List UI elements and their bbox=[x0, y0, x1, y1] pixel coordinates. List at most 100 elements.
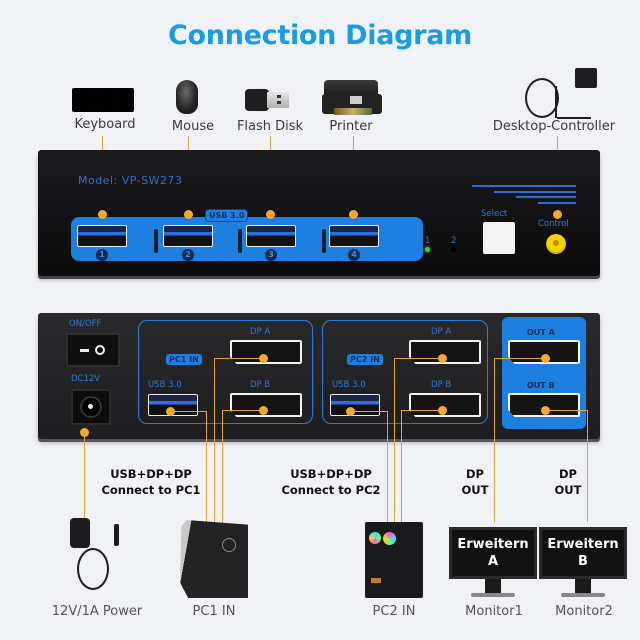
select-label: Select bbox=[481, 209, 508, 219]
led-pc2-icon bbox=[451, 247, 456, 252]
device-label-monitor1: Monitor1 bbox=[465, 604, 523, 619]
kvm-front-panel: Model: VP-SW273 USB 3.0 1 2 3 4 1 2 Sele… bbox=[38, 150, 600, 276]
decor-stripe bbox=[472, 185, 576, 187]
wire-pc1-dpb bbox=[222, 410, 224, 523]
dc-label: DC12V bbox=[71, 374, 101, 384]
dp-out2-label: DP OUT bbox=[554, 467, 582, 497]
control-jack[interactable] bbox=[546, 234, 566, 254]
port-separator bbox=[322, 229, 326, 253]
device-label-pc2: PC2 IN bbox=[372, 604, 416, 619]
connection-dot bbox=[184, 210, 193, 219]
printer-icon bbox=[322, 80, 382, 118]
wire-pc1-usb bbox=[206, 411, 208, 523]
select-button[interactable] bbox=[483, 222, 515, 254]
pc1-dp-a-label: DP A bbox=[250, 327, 271, 337]
dc-power-jack[interactable] bbox=[71, 389, 111, 425]
device-label-mouse: Mouse bbox=[171, 119, 215, 134]
wire-pc2-dpa bbox=[394, 358, 396, 523]
pc2-input-group bbox=[322, 320, 488, 424]
wire-pc2-dpb bbox=[401, 410, 441, 412]
pc1-dp-b-label: DP B bbox=[250, 380, 271, 390]
usb-port-2[interactable] bbox=[163, 225, 213, 247]
dp-out1-label: DP OUT bbox=[461, 467, 489, 497]
keyboard-icon bbox=[72, 88, 134, 112]
mouse-icon bbox=[176, 80, 198, 114]
port-separator bbox=[238, 229, 242, 253]
wire-out-b bbox=[587, 410, 589, 522]
device-label-desktop-controller: Desktop-Controller bbox=[492, 119, 616, 134]
connection-dot bbox=[349, 210, 358, 219]
connection-dot bbox=[259, 406, 268, 415]
out-a-label: OUT A bbox=[527, 328, 555, 337]
pc2-in-tag: PC2 IN bbox=[347, 354, 383, 365]
led-label-2: 2 bbox=[451, 236, 457, 246]
wire-pc2-usb bbox=[350, 411, 387, 413]
connection-dot bbox=[259, 354, 268, 363]
flash-disk-icon bbox=[245, 89, 291, 111]
connection-dot bbox=[438, 406, 447, 415]
diagram-title: Connection Diagram bbox=[168, 20, 472, 51]
device-label-pc1: PC1 IN bbox=[192, 604, 236, 619]
wire-pc1-dpa bbox=[214, 358, 216, 523]
pc2-dp-b-label: DP B bbox=[431, 380, 452, 390]
usb-port-number: 2 bbox=[182, 249, 194, 261]
usb-port-3[interactable] bbox=[246, 225, 296, 247]
kvm-back-panel: ON/OFF DC12V DP A PC1 IN USB 3.0 DP B DP… bbox=[38, 313, 600, 439]
device-label-keyboard: Keyboard bbox=[74, 117, 136, 132]
pc1-in-tag: PC1 IN bbox=[166, 354, 202, 365]
pc-tower-icon bbox=[180, 520, 248, 600]
control-label: Control bbox=[538, 219, 569, 229]
device-label-printer: Printer bbox=[329, 119, 373, 134]
power-switch[interactable] bbox=[66, 333, 120, 367]
out-b-label: OUT B bbox=[527, 381, 555, 390]
pc1-dp-a-port[interactable] bbox=[230, 340, 302, 364]
pc1-usb-port[interactable] bbox=[148, 394, 198, 416]
pc-tower-rgb-icon bbox=[365, 520, 423, 600]
decor-stripe bbox=[494, 191, 576, 193]
pc1-usb-label: USB 3.0 bbox=[148, 380, 182, 390]
wire-pc2-usb bbox=[387, 411, 389, 523]
connection-dot bbox=[80, 428, 89, 437]
wire-pc2-dpb bbox=[401, 410, 403, 523]
usb-port-1[interactable] bbox=[77, 225, 127, 247]
led-label-1: 1 bbox=[425, 236, 431, 246]
pc2-connection-label: USB+DP+DP Connect to PC2 bbox=[281, 467, 381, 497]
out-a-port[interactable] bbox=[508, 340, 580, 364]
connection-dot bbox=[553, 210, 562, 219]
pc2-usb-port[interactable] bbox=[330, 394, 380, 416]
pc2-dp-a-label: DP A bbox=[431, 327, 452, 337]
led-pc1-icon bbox=[425, 247, 430, 252]
monitor-1-icon: Erweitern A bbox=[449, 527, 537, 599]
usb-port-number: 1 bbox=[96, 249, 108, 261]
wire-power bbox=[84, 433, 86, 521]
desktop-controller-icon bbox=[515, 68, 600, 136]
connection-dot bbox=[438, 354, 447, 363]
connection-dot bbox=[266, 210, 275, 219]
power-switch-label: ON/OFF bbox=[69, 319, 102, 329]
usb-port-4[interactable] bbox=[329, 225, 379, 247]
pc1-input-group bbox=[138, 320, 313, 424]
wire-out-a bbox=[494, 358, 496, 522]
pc1-connection-label: USB+DP+DP Connect to PC1 bbox=[101, 467, 201, 497]
decor-stripe bbox=[516, 196, 576, 198]
device-label-power: 12V/1A Power bbox=[51, 604, 143, 619]
connection-dot bbox=[98, 210, 107, 219]
device-label-monitor2: Monitor2 bbox=[555, 604, 613, 619]
usb-port-number: 4 bbox=[348, 249, 360, 261]
usb-port-number: 3 bbox=[265, 249, 277, 261]
connection-dot bbox=[541, 354, 550, 363]
monitor-2-icon: Erweitern B bbox=[539, 527, 627, 599]
wire-out-b bbox=[545, 410, 587, 412]
usb3-tag: USB 3.0 bbox=[205, 209, 249, 222]
decor-stripe bbox=[538, 202, 576, 204]
wire-pc1-usb bbox=[170, 411, 206, 413]
pc2-usb-label: USB 3.0 bbox=[332, 380, 366, 390]
wire-pc1-dpb bbox=[222, 410, 262, 412]
power-adapter-icon bbox=[62, 518, 122, 598]
model-label: Model: VP-SW273 bbox=[78, 174, 183, 187]
wire-pc1-dpa bbox=[214, 358, 262, 360]
device-label-flash-disk: Flash Disk bbox=[236, 119, 304, 134]
port-separator bbox=[154, 229, 158, 253]
wire-pc2-dpa bbox=[394, 358, 440, 360]
wire-out-a bbox=[494, 358, 544, 360]
